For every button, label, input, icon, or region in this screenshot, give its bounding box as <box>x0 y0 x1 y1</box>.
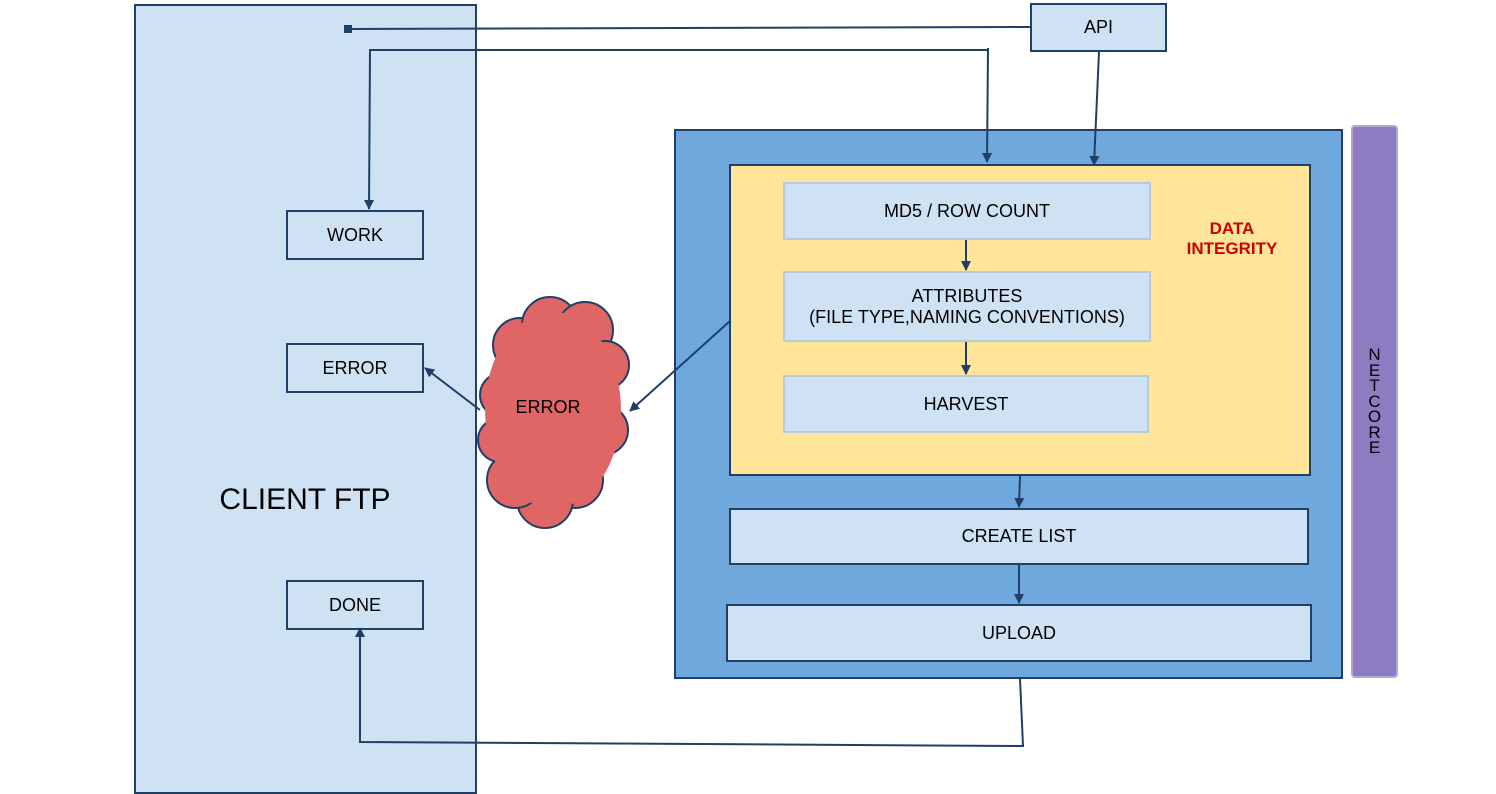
md5-row-count-step[interactable]: MD5 / ROW COUNT <box>783 182 1151 240</box>
data-integrity-label-line1: DATA <box>1209 219 1255 238</box>
error-folder-box[interactable]: ERROR <box>286 343 424 393</box>
api-box[interactable]: API <box>1030 3 1167 52</box>
work-folder-box[interactable]: WORK <box>286 210 424 260</box>
netcore-letter: C <box>1368 391 1381 411</box>
netcore-letter: E <box>1368 360 1381 380</box>
error-cloud-label: ERROR <box>515 396 581 417</box>
netcore-label: N E T C O R E <box>1351 125 1398 678</box>
attributes-step-detail: (FILE TYPE,NAMING CONVENTIONS) <box>809 306 1125 327</box>
netcore-strip <box>1351 125 1398 678</box>
upload-step[interactable]: UPLOAD <box>726 604 1312 662</box>
error-cloud <box>477 296 630 529</box>
client-ftp-title: CLIENT FTP <box>219 483 391 516</box>
netcore-letter: R <box>1368 422 1381 442</box>
client-ftp-panel <box>134 4 477 794</box>
create-list-step[interactable]: CREATE LIST <box>729 508 1309 565</box>
data-integrity-label: DATA INTEGRITY <box>1170 216 1294 262</box>
netcore-letter: T <box>1369 376 1380 396</box>
netcore-letter: O <box>1367 407 1382 427</box>
attributes-step-title: ATTRIBUTES <box>911 285 1023 306</box>
harvest-step[interactable]: HARVEST <box>783 375 1149 433</box>
netcore-letter: E <box>1368 438 1381 458</box>
attributes-step[interactable]: ATTRIBUTES (FILE TYPE,NAMING CONVENTIONS… <box>783 271 1151 342</box>
netcore-letter: N <box>1368 345 1381 365</box>
data-integrity-label-line2: INTEGRITY <box>1186 239 1278 258</box>
